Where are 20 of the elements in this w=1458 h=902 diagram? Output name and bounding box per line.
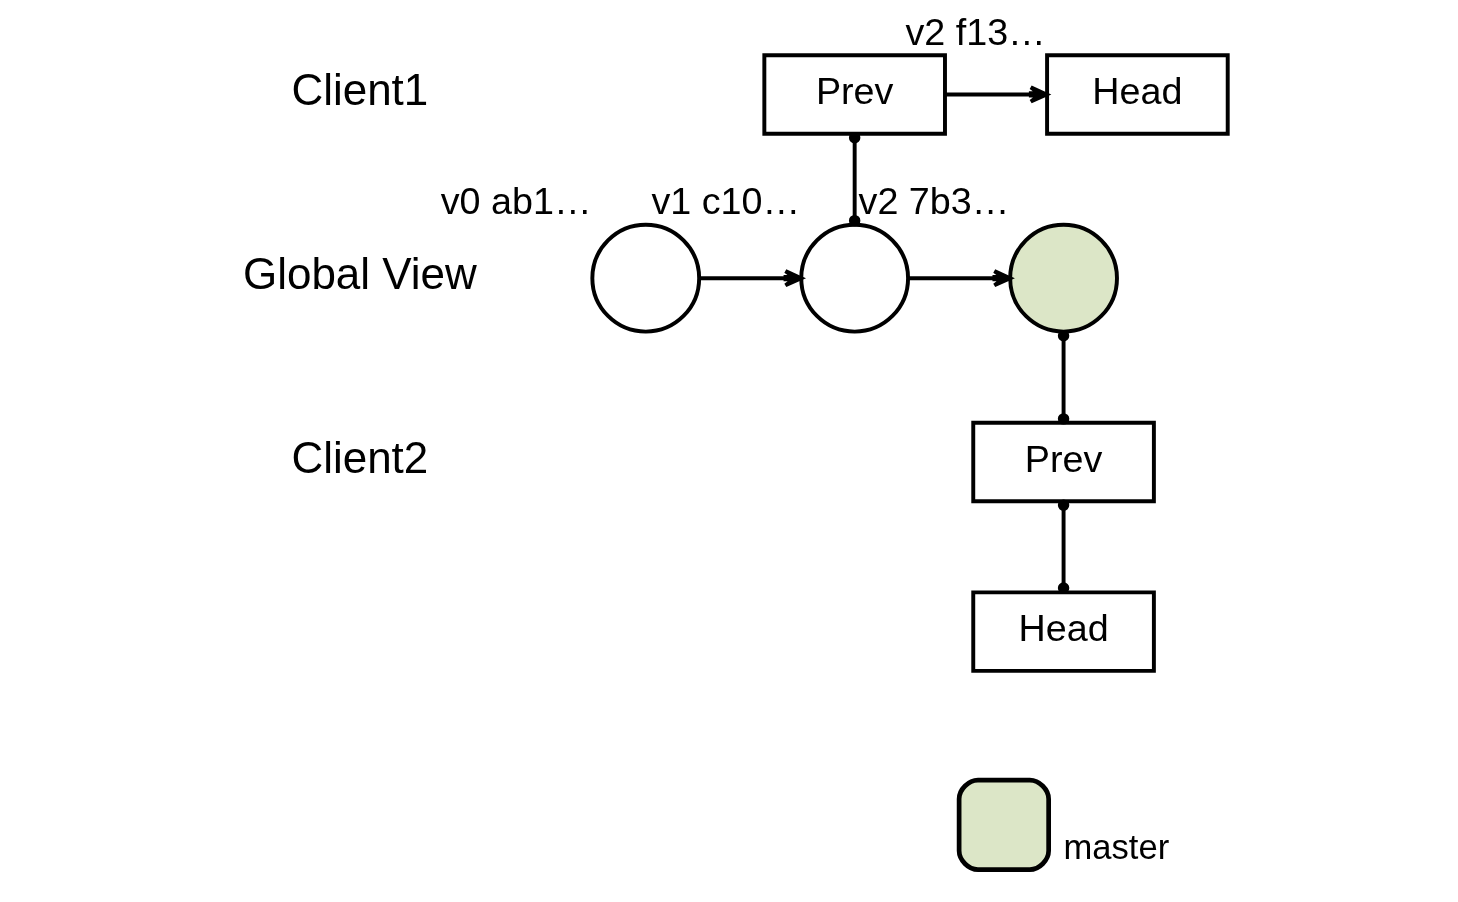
connector — [1057, 330, 1070, 425]
node-circle — [799, 222, 911, 334]
legend-label: master — [1063, 827, 1170, 866]
node-label: v1 c10… — [651, 180, 801, 223]
arrow — [945, 85, 1049, 104]
node-box: Prev — [762, 53, 947, 136]
arrow — [908, 269, 1013, 288]
node-box: Prev — [971, 420, 1156, 504]
node-circle — [590, 222, 702, 334]
node-circle — [1008, 222, 1119, 334]
connector — [1057, 499, 1070, 594]
node-label: v0 ab1… — [440, 180, 592, 223]
label: Global View — [242, 249, 477, 299]
label: Client1 — [291, 65, 429, 115]
node-box: Head — [1045, 53, 1230, 136]
node-label: v2 f13… — [905, 10, 1046, 53]
node-label: v2 7b3… — [858, 180, 1010, 223]
label: Client2 — [291, 432, 429, 482]
node-box: Head — [971, 590, 1156, 673]
arrow — [699, 269, 804, 288]
